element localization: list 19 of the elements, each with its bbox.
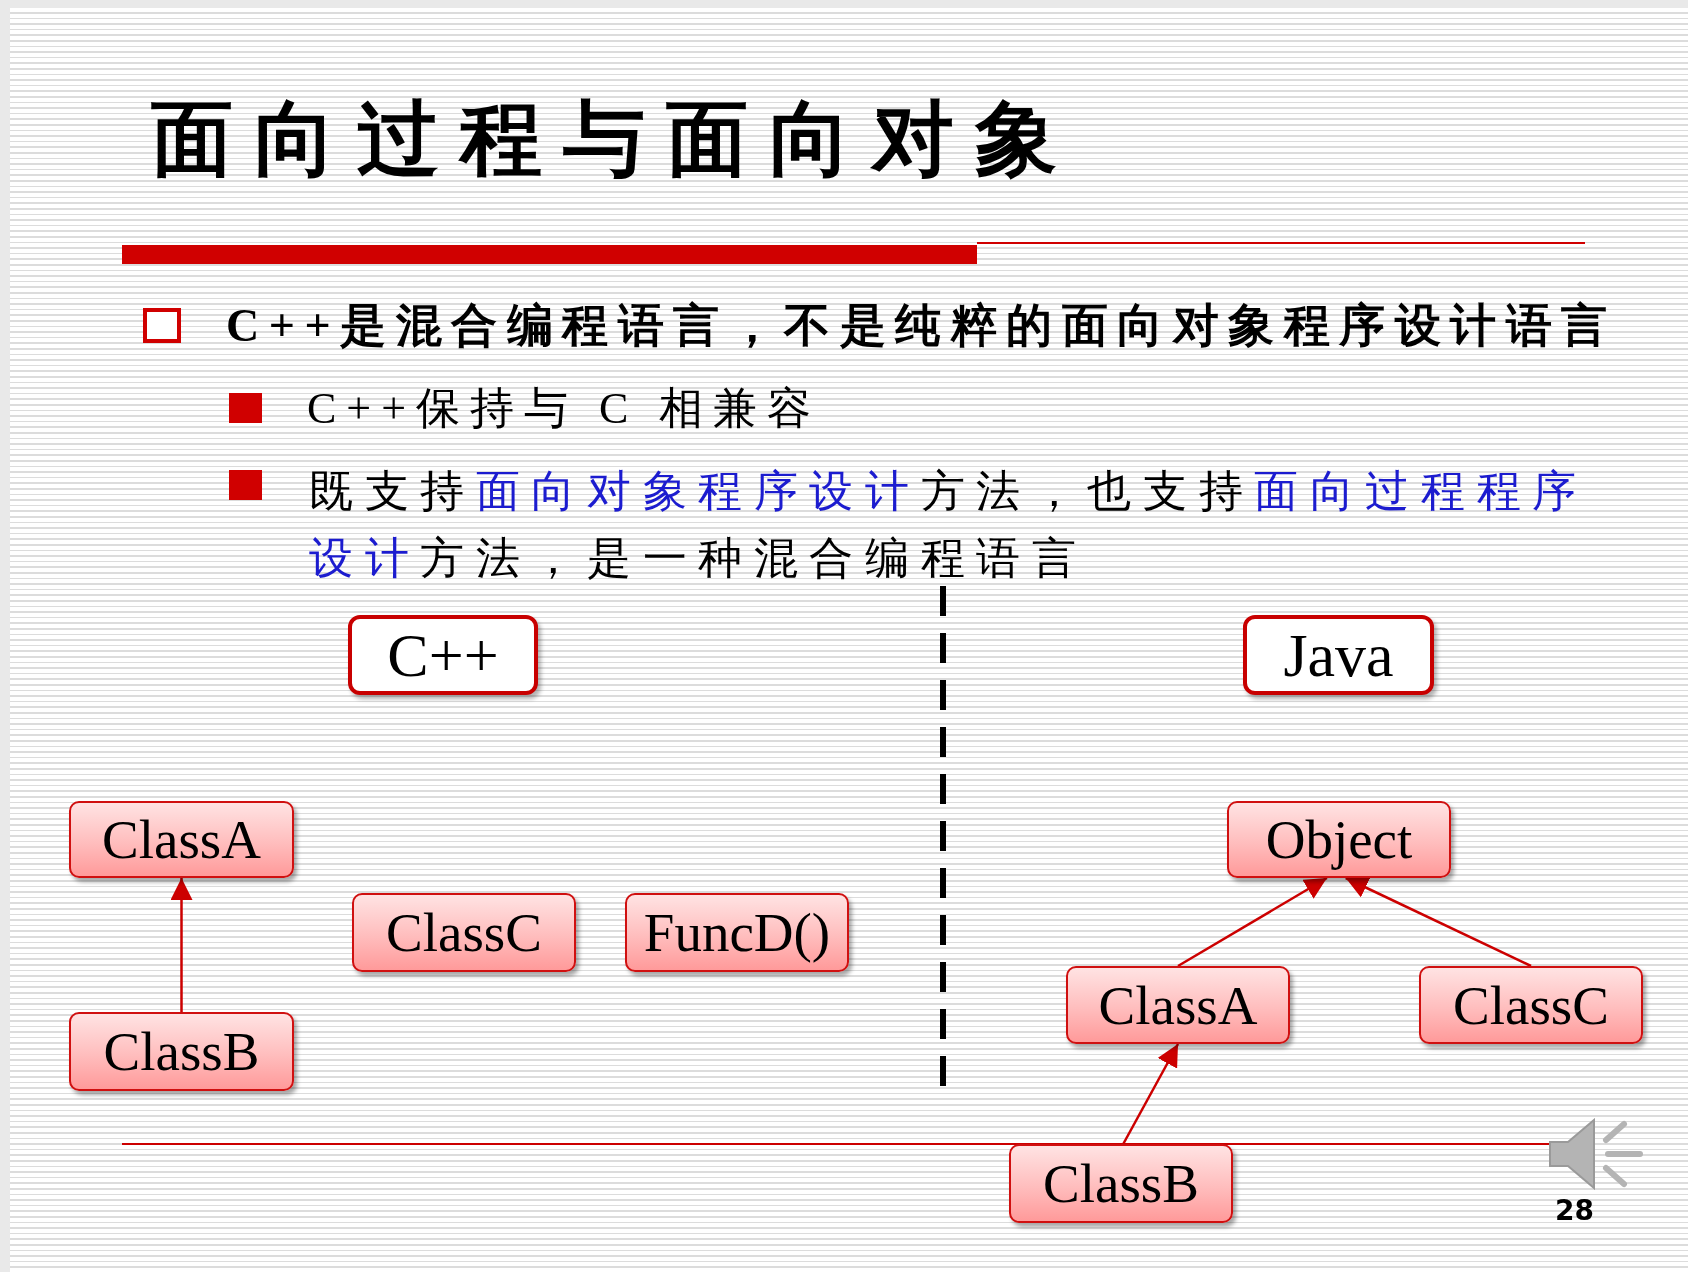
arrow [170,878,193,1012]
class-box: ClassA [1066,966,1290,1044]
language-box: C++ [348,615,538,695]
arrow [1177,876,1328,968]
arrow [1122,1043,1180,1145]
slide-title: 面向过程与面向对象 [151,90,1078,188]
page-number: 28 [1555,1194,1594,1228]
bullet-text: C++是混合编程语言，不是纯粹的面向对象程序设计语言 [226,299,1617,353]
bullet-text: C++保持与 C 相兼容 [307,383,822,435]
class-box: ClassB [69,1012,294,1091]
class-box: ClassC [352,893,576,972]
class-box: ClassA [69,801,294,878]
class-box: Object [1227,801,1451,878]
language-box: Java [1243,615,1434,695]
bullet-text: 既支持面向对象程序设计方法，也支持面向过程程序设计方法，是一种混合编程语言 [309,466,1589,585]
class-box: ClassB [1009,1144,1233,1223]
class-box: FuncD() [625,893,849,972]
class-box: ClassC [1419,966,1643,1044]
arrow [1345,876,1532,968]
